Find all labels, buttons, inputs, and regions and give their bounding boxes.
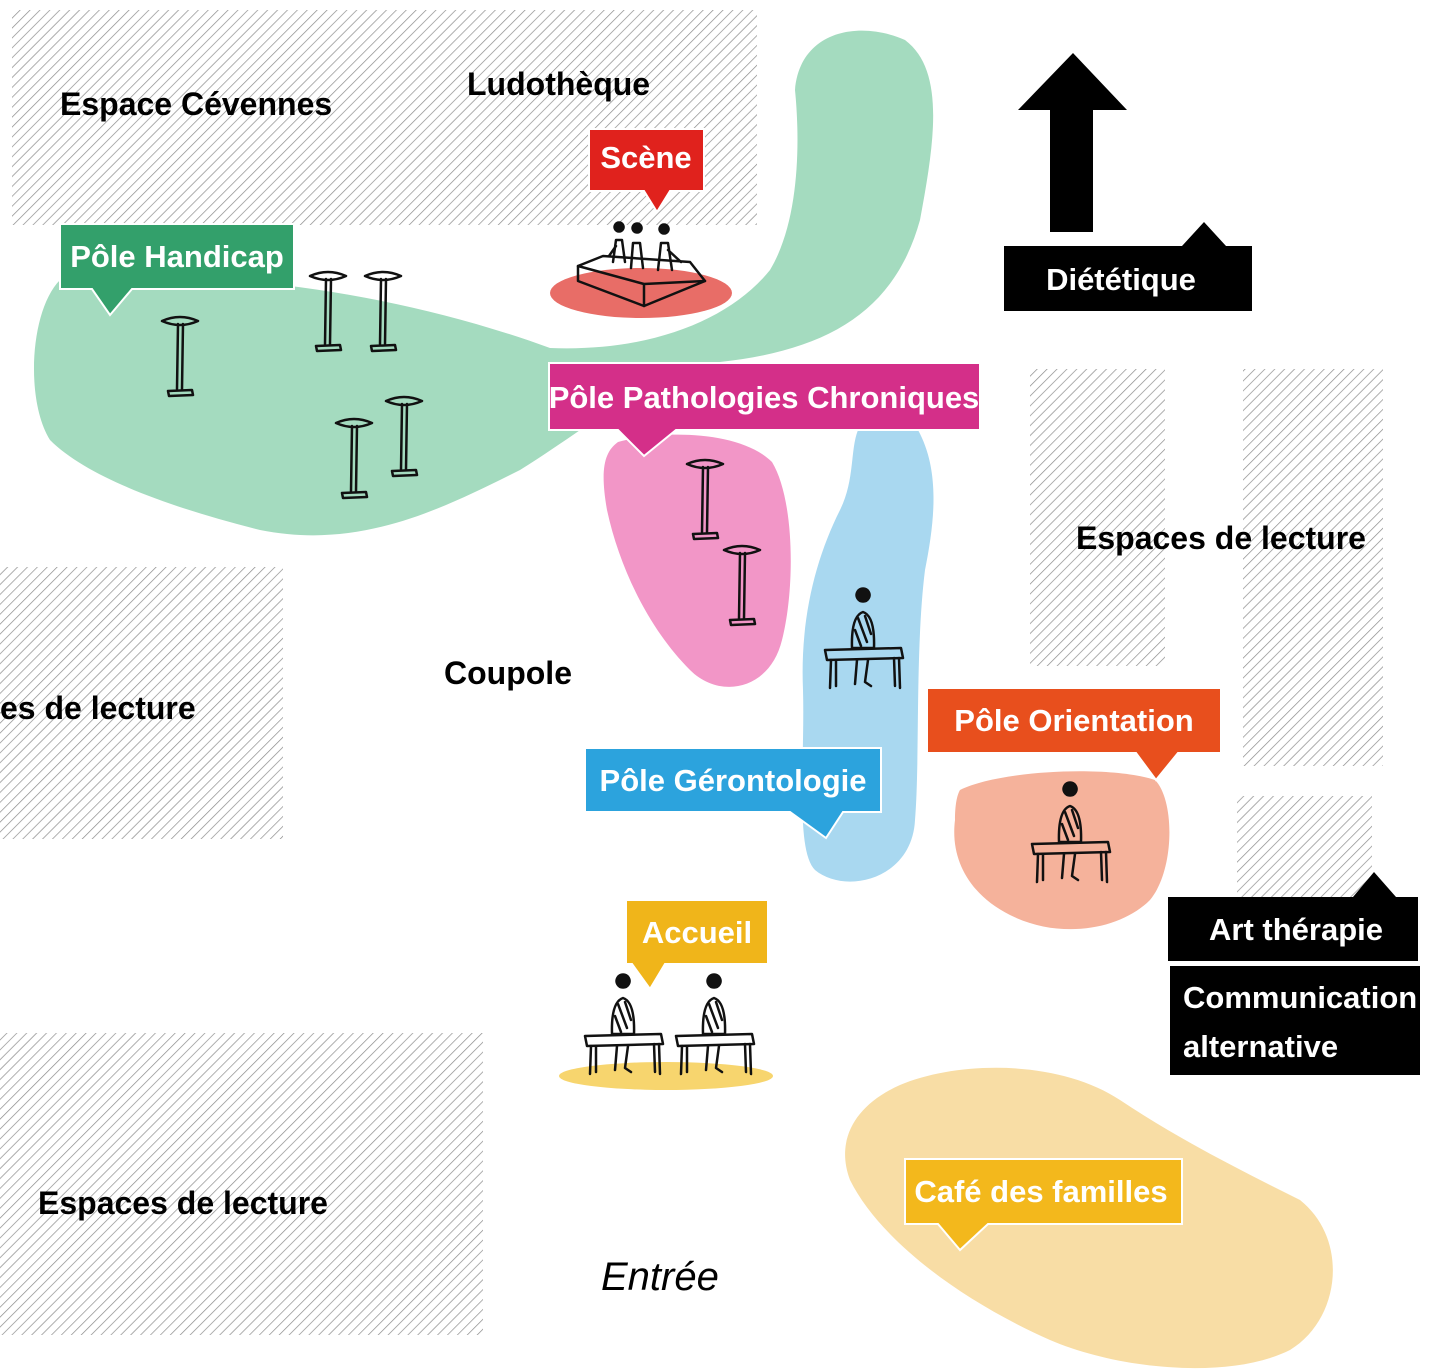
area-label-entree: Entrée bbox=[601, 1255, 719, 1299]
label-art-therapie: Art thérapie bbox=[1168, 872, 1418, 961]
area-label-ludotheque: Ludothèque bbox=[467, 66, 650, 102]
label-pole-orientation-text: Pôle Orientation bbox=[954, 703, 1193, 738]
label-cafe-des-familles-text: Café des familles bbox=[914, 1174, 1167, 1209]
label-accueil: Accueil bbox=[625, 899, 769, 991]
hatched-area-left bbox=[0, 567, 283, 839]
label-dietetique: Diététique bbox=[1004, 222, 1252, 311]
area-label-espaces-lecture-right: Espaces de lecture bbox=[1076, 520, 1366, 556]
hatched-area-right-1 bbox=[1030, 369, 1165, 666]
label-pole-handicap: Pôle Handicap bbox=[59, 223, 295, 317]
label-accueil-text: Accueil bbox=[642, 915, 752, 950]
hatched-area-bottom-left bbox=[0, 1033, 483, 1335]
arrow-up-icon bbox=[1018, 53, 1127, 232]
label-pole-pathologies-text: Pôle Pathologies Chroniques bbox=[549, 380, 980, 415]
label-dietetique-text: Diététique bbox=[1046, 262, 1196, 297]
seated-person-desk-icon bbox=[583, 972, 665, 1076]
zone-scene bbox=[550, 268, 732, 318]
stage-with-people-icon bbox=[576, 221, 707, 308]
label-pole-orientation: Pôle Orientation bbox=[926, 687, 1222, 782]
label-communication-alternative: Communication alternative bbox=[1170, 966, 1420, 1075]
hatched-area-right-2 bbox=[1243, 369, 1383, 766]
label-communication-line1: Communication bbox=[1183, 980, 1417, 1015]
area-label-espaces-lecture-bottom: Espaces de lecture bbox=[38, 1185, 328, 1221]
hatched-area-right-3 bbox=[1237, 796, 1372, 899]
zone-pathologies bbox=[603, 434, 791, 687]
label-pole-gerontologie-text: Pôle Gérontologie bbox=[600, 763, 867, 798]
zone-orientation bbox=[954, 771, 1170, 930]
zone-handicap bbox=[33, 30, 934, 536]
seated-person-desk-icon bbox=[674, 972, 756, 1076]
label-art-therapie-text: Art thérapie bbox=[1209, 912, 1383, 947]
area-label-espaces-lecture-left: es de lecture bbox=[0, 690, 196, 726]
label-pole-pathologies: Pôle Pathologies Chroniques bbox=[548, 362, 981, 458]
label-scene-text: Scène bbox=[600, 140, 691, 175]
label-scene: Scène bbox=[588, 128, 705, 214]
label-cafe-des-familles: Café des familles bbox=[904, 1158, 1183, 1252]
label-pole-handicap-text: Pôle Handicap bbox=[70, 239, 284, 274]
label-pole-gerontologie: Pôle Gérontologie bbox=[584, 747, 882, 840]
area-label-espace-cevennes: Espace Cévennes bbox=[60, 86, 332, 122]
label-communication-line2: alternative bbox=[1183, 1029, 1338, 1064]
area-label-coupole: Coupole bbox=[444, 655, 572, 691]
